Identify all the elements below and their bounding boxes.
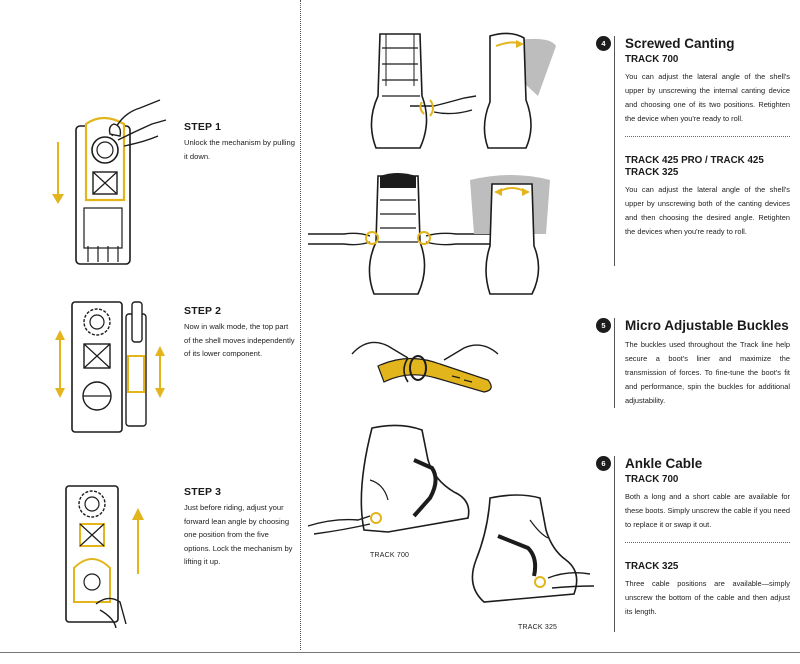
buckle-illustration: [348, 330, 518, 400]
step-3-illustration: [56, 478, 156, 628]
step-2-text: Now in walk mode, the top part of the sh…: [184, 322, 295, 359]
step-3: STEP 3 Just before riding, adjust your f…: [184, 486, 296, 569]
feature-5-text: The buckles used throughout the Track li…: [625, 340, 790, 405]
feature-6-subtitle-2: TRACK 325: [625, 561, 679, 572]
step-1-illustration: [48, 96, 172, 270]
section-divider: [625, 542, 790, 543]
step-2-illustration: [52, 296, 176, 446]
feature-4-subtitle-1: TRACK 700: [625, 54, 679, 65]
section-divider: [625, 136, 790, 137]
step-1: STEP 1 Unlock the mechanism by pulling i…: [184, 121, 296, 163]
caption-track-325: TRACK 325: [518, 624, 558, 631]
canting-track-425-illustration: [300, 170, 590, 298]
ankle-cable-track-325-illustration: [440, 490, 600, 616]
feature-6-text-2: Three cable positions are available—simp…: [625, 579, 790, 616]
feature-5-number-badge: 5: [596, 318, 611, 333]
feature-ankle-cable: 6 Ankle Cable TRACK 700 Both a long and …: [596, 456, 790, 632]
step-2-title: STEP 2: [184, 305, 222, 317]
canting-track-700-illustration: [360, 26, 580, 154]
feature-4-number-badge: 4: [596, 36, 611, 51]
feature-6-number-badge: 6: [596, 456, 611, 471]
step-1-title: STEP 1: [184, 121, 222, 133]
feature-4-title: Screwed Canting: [625, 36, 735, 51]
feature-4-text-2: You can adjust the lateral angle of the …: [625, 185, 790, 236]
feature-5-title: Micro Adjustable Buckles: [625, 318, 789, 333]
feature-4-subtitle-2: TRACK 425 PRO / TRACK 425 TRACK 325: [625, 155, 764, 178]
bottom-rule: [0, 652, 800, 653]
feature-screwed-canting: 4 Screwed Canting TRACK 700 You can adju…: [596, 36, 790, 266]
step-2: STEP 2 Now in walk mode, the top part of…: [184, 305, 296, 361]
step-3-text: Just before riding, adjust your forward …: [184, 503, 293, 567]
ankle-cable-track-700-illustration: [304, 420, 474, 550]
step-3-title: STEP 3: [184, 486, 222, 498]
feature-4-text-1: You can adjust the lateral angle of the …: [625, 72, 790, 123]
feature-6-subtitle-1: TRACK 700: [625, 474, 679, 485]
step-1-text: Unlock the mechanism by pulling it down.: [184, 138, 296, 161]
caption-track-700: TRACK 700: [370, 552, 410, 559]
feature-6-text-1: Both a long and a short cable are availa…: [625, 492, 790, 529]
feature-6-title: Ankle Cable: [625, 456, 703, 471]
feature-micro-adjustable-buckles: 5 Micro Adjustable Buckles The buckles u…: [596, 318, 790, 408]
column-divider: [300, 0, 301, 650]
